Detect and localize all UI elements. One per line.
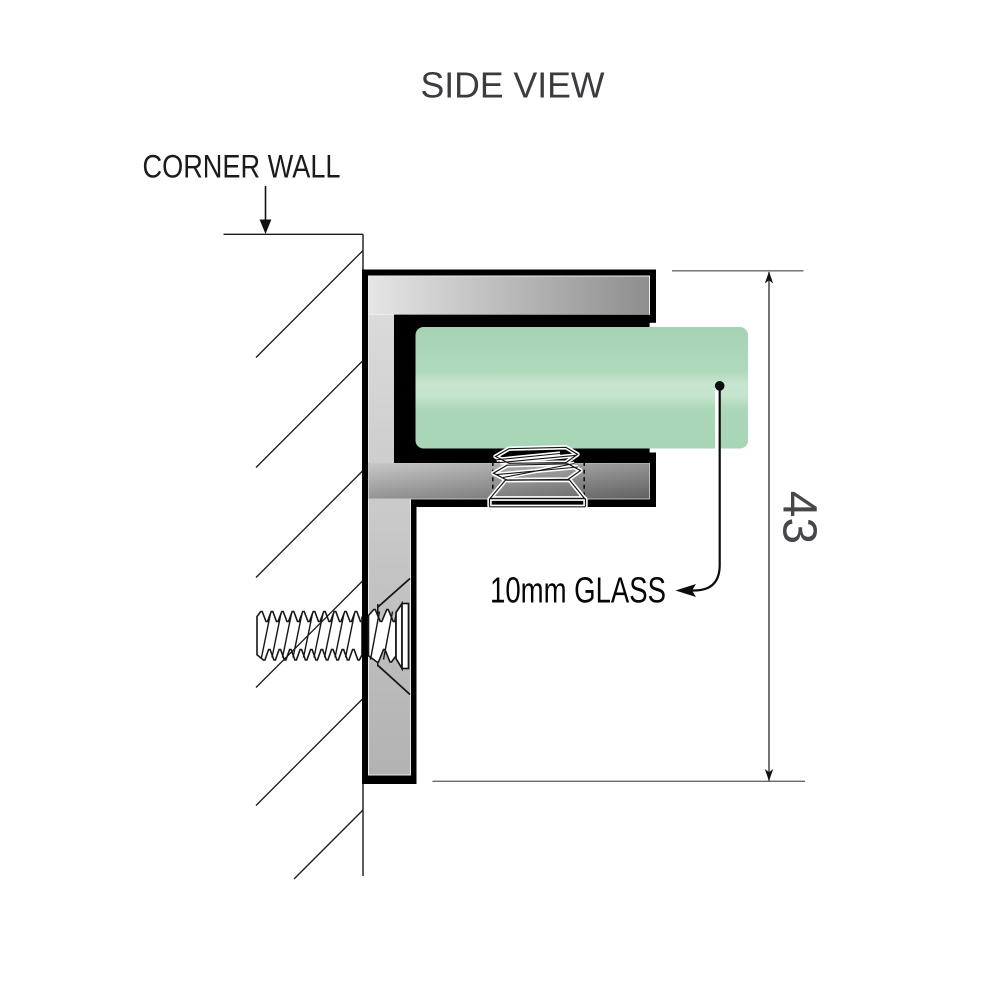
svg-text:CORNER WALL: CORNER WALL — [143, 148, 341, 184]
svg-text:43: 43 — [773, 491, 826, 544]
svg-text:10mm GLASS: 10mm GLASS — [490, 570, 666, 611]
svg-text:SIDE VIEW: SIDE VIEW — [421, 65, 605, 106]
